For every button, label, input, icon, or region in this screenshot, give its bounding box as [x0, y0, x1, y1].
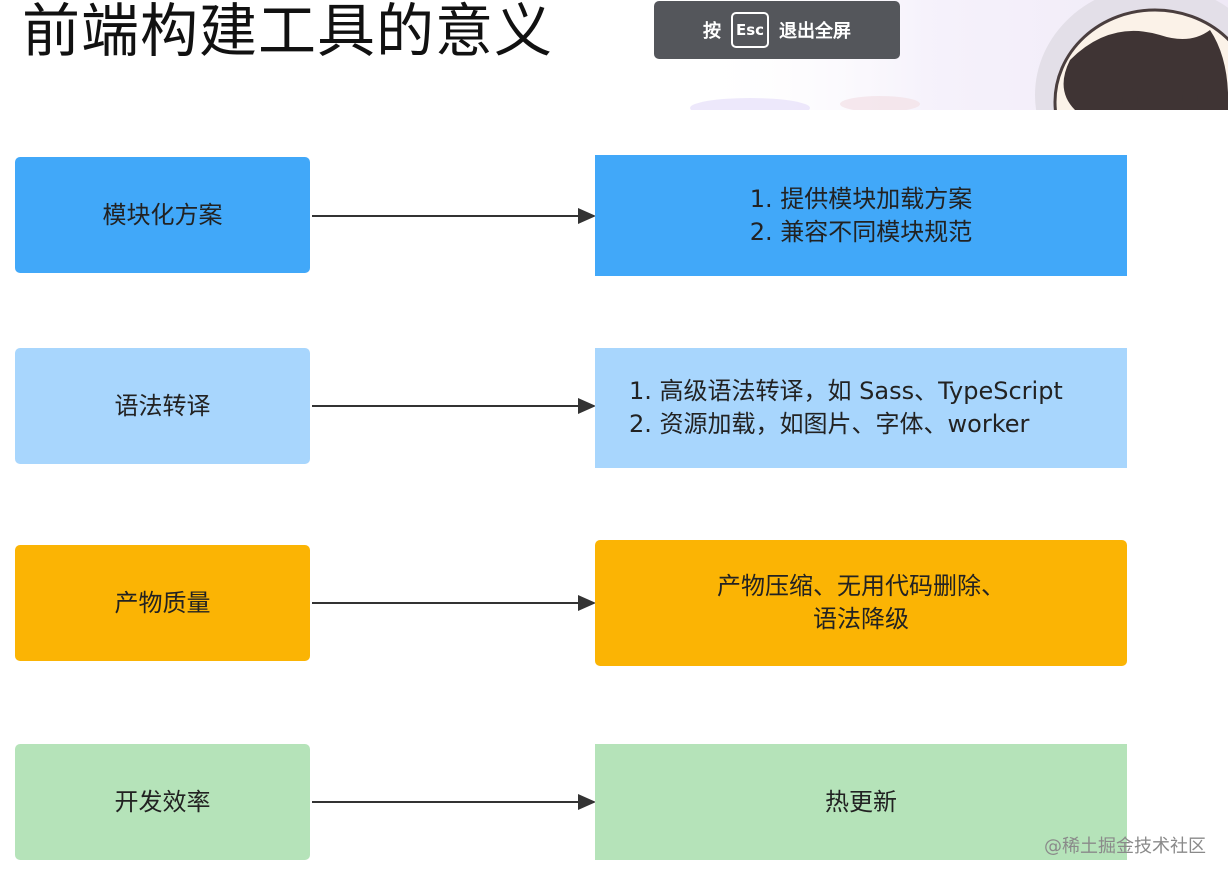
mascot-illustration	[690, 0, 1228, 110]
detail-line: 2. 兼容不同模块规范	[749, 217, 973, 246]
esc-banner-prefix: 按	[703, 21, 721, 42]
detail-box-syntax: 1. 高级语法转译，如 Sass、TypeScript 2. 资源加载，如图片、…	[595, 348, 1127, 468]
detail-line: 2. 资源加载，如图片、字体、worker	[629, 410, 1030, 438]
esc-banner-suffix: 退出全屏	[779, 21, 851, 42]
detail-box-module: 1. 提供模块加载方案 2. 兼容不同模块规范	[595, 155, 1127, 276]
concept-box-quality: 产物质量	[15, 545, 310, 661]
concept-label: 模块化方案	[102, 200, 223, 229]
exit-fullscreen-banner[interactable]: 按 Esc 退出全屏	[654, 1, 900, 59]
watermark: @稀土掘金技术社区	[1044, 836, 1206, 857]
esc-key-badge: Esc	[731, 12, 769, 48]
detail-box-efficiency: 热更新	[595, 744, 1127, 860]
detail-box-quality: 产物压缩、无用代码删除、 语法降级	[595, 540, 1127, 666]
detail-line: 语法降级	[813, 605, 909, 633]
detail-line: 热更新	[825, 787, 897, 816]
detail-line: 1. 提供模块加载方案	[749, 184, 973, 213]
arrow-connector	[312, 208, 596, 224]
arrow-connector	[312, 398, 596, 414]
concept-box-module: 模块化方案	[15, 157, 310, 273]
slide-title: 前端构建工具的意义	[22, 0, 554, 65]
concept-label: 语法转译	[114, 391, 211, 420]
arrow-connector	[312, 794, 596, 810]
concept-label: 开发效率	[114, 787, 211, 816]
arrow-connector	[312, 595, 596, 611]
concept-box-syntax: 语法转译	[15, 348, 310, 464]
detail-line: 1. 高级语法转译，如 Sass、TypeScript	[629, 377, 1063, 405]
concept-box-efficiency: 开发效率	[15, 744, 310, 860]
detail-line: 产物压缩、无用代码删除、	[717, 572, 1005, 600]
concept-label: 产物质量	[114, 588, 211, 617]
